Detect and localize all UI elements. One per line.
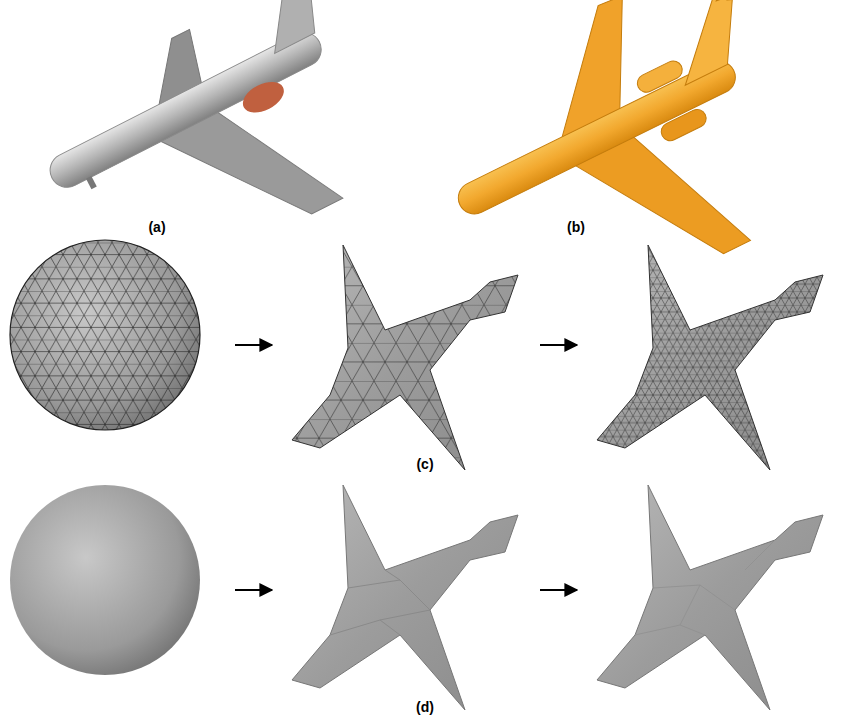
step-arrow bbox=[235, 344, 272, 346]
plane-stabilizer bbox=[718, 0, 771, 15]
plane-fuselage bbox=[453, 56, 741, 219]
shaded-plane-coarse bbox=[292, 485, 518, 710]
panel-label: (d) bbox=[416, 699, 434, 715]
shaded-plane-fine bbox=[597, 485, 823, 710]
sphere-outline bbox=[10, 240, 200, 430]
plane-gear bbox=[86, 176, 97, 189]
plane-engine bbox=[634, 58, 685, 95]
mesh-lines bbox=[585, 240, 835, 480]
plane-engine bbox=[658, 106, 709, 143]
step-arrow bbox=[540, 589, 577, 591]
step-arrow bbox=[235, 589, 272, 591]
plane-tail bbox=[245, 0, 337, 53]
plane-fuselage bbox=[44, 27, 327, 193]
surface-creases bbox=[330, 570, 430, 635]
step-arrow bbox=[540, 344, 577, 346]
shaded-sphere bbox=[10, 485, 200, 675]
wireframe-plane-fine bbox=[585, 240, 835, 480]
sphere-surface bbox=[10, 240, 200, 430]
mesh-lines bbox=[280, 240, 530, 480]
plane-tail bbox=[654, 0, 763, 85]
plane-engine bbox=[238, 76, 289, 119]
sphere-mesh bbox=[10, 240, 200, 430]
shaded-surface bbox=[292, 485, 518, 710]
panel-label: (a) bbox=[148, 219, 165, 235]
panel-label: (b) bbox=[567, 219, 585, 235]
shaded-surface bbox=[597, 485, 823, 710]
wireframe-plane-coarse bbox=[280, 240, 530, 480]
surface-creases bbox=[635, 540, 775, 635]
wireframe-sphere bbox=[10, 240, 200, 430]
panel-label: (c) bbox=[416, 456, 433, 472]
